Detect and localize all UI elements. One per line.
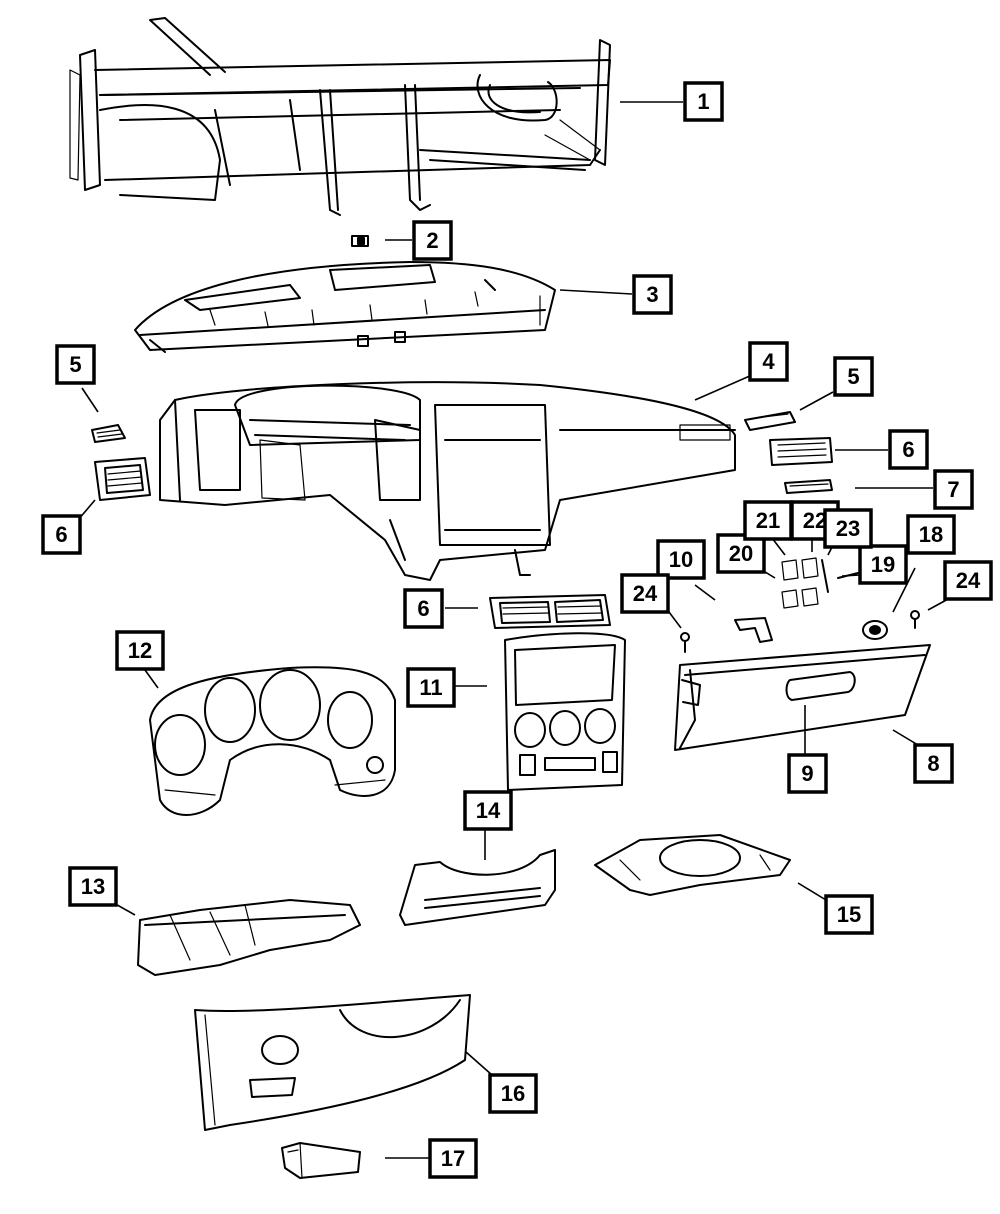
svg-text:1: 1 (697, 89, 709, 114)
callout-24-right: 24 (943, 560, 993, 601)
part-trim-strip (784, 479, 833, 494)
svg-text:18: 18 (919, 522, 943, 547)
callout-20: 20 (716, 533, 766, 574)
svg-text:14: 14 (476, 798, 501, 823)
svg-text:10: 10 (669, 547, 693, 572)
callout-3: 3 (632, 274, 673, 315)
callout-10: 10 (656, 539, 706, 580)
svg-text:8: 8 (927, 751, 939, 776)
callout-7: 7 (933, 469, 974, 510)
part-vent-small-left (91, 424, 126, 443)
svg-text:5: 5 (847, 364, 859, 389)
callout-13: 13 (68, 866, 118, 907)
callout-2: 2 (412, 220, 453, 261)
part-spring (821, 559, 829, 593)
svg-text:24: 24 (956, 568, 981, 593)
svg-text:11: 11 (419, 675, 442, 700)
svg-text:16: 16 (501, 1081, 525, 1106)
callout-14: 14 (463, 790, 513, 831)
svg-text:6: 6 (902, 437, 914, 462)
callout-1: 1 (683, 81, 724, 122)
part-glove-box-bracket (734, 617, 773, 643)
callout-5-left: 5 (55, 344, 96, 385)
callout-6-left: 6 (41, 514, 82, 555)
callout-16: 16 (488, 1073, 538, 1114)
part-dash-top-cover (134, 261, 556, 353)
part-clip-a (781, 559, 799, 609)
part-center-vents (489, 594, 611, 629)
part-center-bezel (504, 632, 626, 791)
part-knee-bolster (194, 994, 471, 1131)
callout-4: 4 (748, 341, 789, 382)
svg-text:6: 6 (55, 522, 67, 547)
part-cluster-bezel (149, 666, 396, 816)
callout-23: 23 (823, 508, 873, 549)
svg-text:24: 24 (633, 581, 658, 606)
svg-text:3: 3 (646, 282, 658, 307)
svg-text:17: 17 (441, 1146, 465, 1171)
part-vent-left (94, 457, 151, 501)
callout-5-right: 5 (833, 356, 874, 397)
part-bracket-small (351, 235, 369, 247)
svg-text:2: 2 (426, 228, 438, 253)
svg-text:7: 7 (947, 477, 959, 502)
svg-text:5: 5 (69, 352, 81, 377)
part-switch-panel (281, 1142, 361, 1179)
part-lower-panel-right (594, 834, 791, 896)
part-screw-right (910, 610, 920, 629)
callout-17: 17 (428, 1138, 478, 1179)
callout-6-center: 6 (403, 588, 444, 629)
callout-12: 12 (115, 630, 165, 671)
part-clip-b (801, 557, 819, 607)
svg-text:9: 9 (801, 761, 813, 786)
part-lower-panel-left (137, 899, 361, 976)
callout-15: 15 (824, 894, 874, 935)
part-vent-right (769, 437, 833, 466)
svg-text:4: 4 (762, 349, 775, 374)
svg-text:6: 6 (417, 596, 429, 621)
part-vent-small-right (744, 411, 796, 431)
svg-text:21: 21 (756, 508, 780, 533)
part-glove-box-door (674, 644, 931, 751)
part-knob (862, 620, 888, 640)
svg-text:19: 19 (871, 552, 895, 577)
callout-21: 21 (743, 500, 793, 541)
svg-text:22: 22 (803, 508, 827, 533)
svg-text:12: 12 (128, 638, 152, 663)
svg-text:13: 13 (81, 874, 105, 899)
callout-11: 11 (406, 667, 456, 708)
part-screw-left (680, 632, 690, 653)
callout-19: 19 (858, 544, 908, 585)
part-cross-car-beam (69, 17, 611, 216)
callout-8: 8 (913, 743, 954, 784)
callout-9: 9 (787, 753, 828, 794)
part-glove-box-handle (785, 671, 856, 701)
svg-text:20: 20 (729, 541, 753, 566)
svg-text:15: 15 (837, 902, 861, 927)
leader-lines (77, 101, 951, 1159)
part-center-lower-trim (399, 849, 556, 926)
callout-6-right: 6 (888, 429, 929, 470)
callout-18: 18 (906, 514, 956, 555)
svg-text:23: 23 (836, 516, 860, 541)
callout-24-left: 24 (620, 573, 670, 614)
part-instrument-panel (159, 381, 736, 581)
